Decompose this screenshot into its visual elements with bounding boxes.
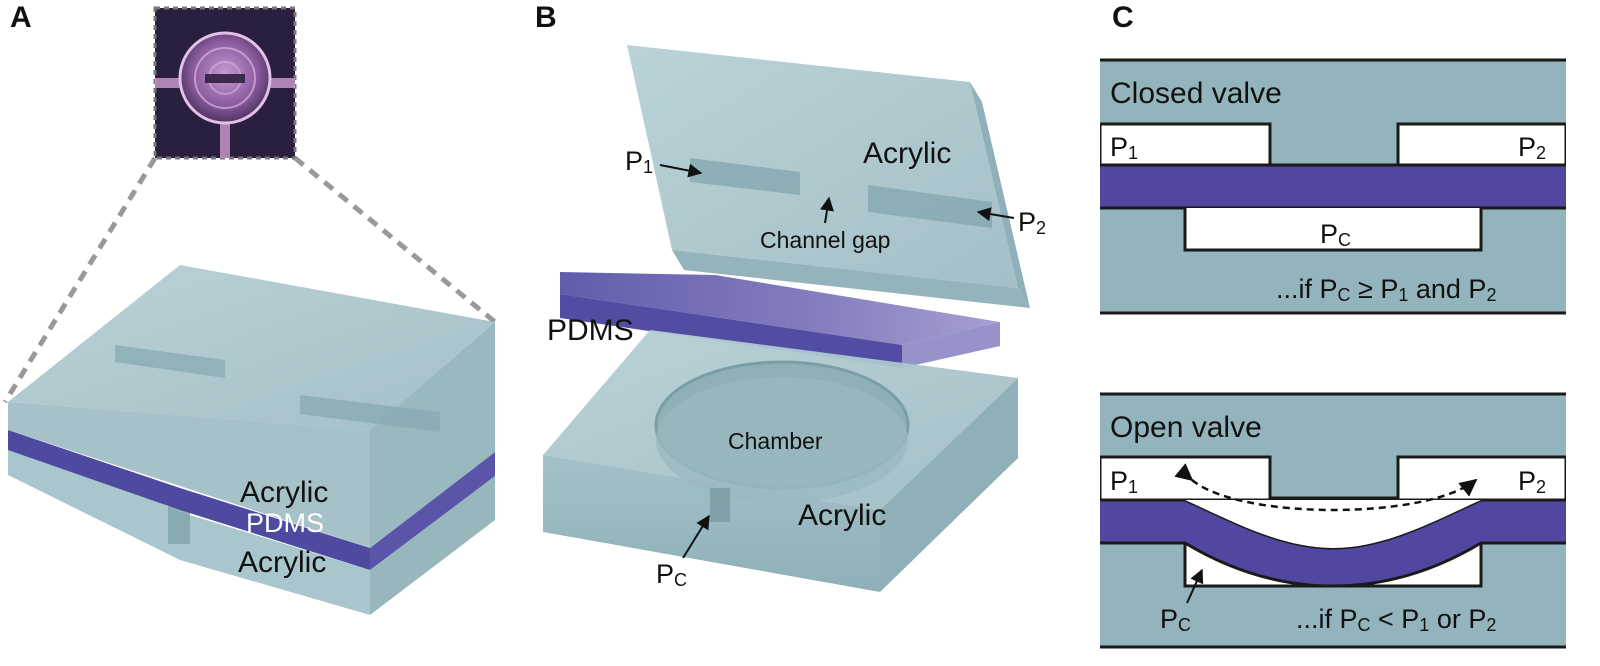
exploded-bottom-acrylic (543, 330, 1018, 592)
exploded-top-acrylic (627, 45, 1030, 308)
closed-condition: ...if PC ≥ P1 and P2 (1276, 274, 1496, 305)
panel-a-letter: A (10, 1, 32, 34)
arrow-icon (659, 163, 703, 178)
microscope-photo-inset (153, 6, 297, 160)
open-label-pc: PC (1160, 604, 1191, 635)
arrow-icon (976, 207, 1015, 221)
panel-a: A Ac (2, 1, 497, 615)
closed-label-pc: PC (1320, 219, 1351, 250)
open-valve-title: Open valve (1110, 411, 1262, 444)
chip-label-top-acrylic: Acrylic (240, 476, 328, 509)
open-label-p1: P1 (1110, 466, 1138, 497)
open-condition: ...if PC < P1 or P2 (1296, 604, 1496, 635)
chip-top-acrylic (8, 265, 495, 548)
arrow-icon (820, 196, 834, 224)
panel-b-letter: B (535, 1, 557, 34)
exploded-pdms-sheet (560, 272, 1000, 368)
panel-c: C Closed valve P1 P2 PC ...if PC ≥ P1 an… (1100, 1, 1566, 649)
chip-pdms-layer (8, 430, 495, 570)
label-chamber: Chamber (728, 428, 823, 454)
chip-label-bottom-acrylic: Acrylic (238, 546, 326, 579)
chip-label-pdms: PDMS (246, 508, 324, 538)
label-pc: PC (656, 559, 687, 590)
panel-b: B Acrylic PDMS Acrylic Channel gap (535, 1, 1046, 592)
label-p1: P1 (625, 146, 653, 177)
label-top-acrylic: Acrylic (863, 137, 951, 170)
label-pdms: PDMS (547, 314, 634, 347)
zoom-line-left (2, 156, 158, 404)
arrow-icon (682, 514, 710, 559)
dashed-double-arrow-icon (1174, 463, 1478, 512)
arrow-icon (1186, 568, 1204, 604)
closed-valve-diagram (1100, 60, 1566, 313)
open-label-p2: P2 (1518, 466, 1546, 497)
closed-label-p2: P2 (1518, 132, 1546, 163)
label-channel-gap: Channel gap (760, 227, 890, 253)
closed-valve-title: Closed valve (1110, 77, 1282, 110)
zoom-line-right (293, 156, 497, 324)
closed-label-p1: P1 (1110, 132, 1138, 163)
label-p2: P2 (1018, 207, 1046, 238)
label-bottom-acrylic: Acrylic (798, 499, 886, 532)
panel-c-letter: C (1112, 1, 1134, 34)
